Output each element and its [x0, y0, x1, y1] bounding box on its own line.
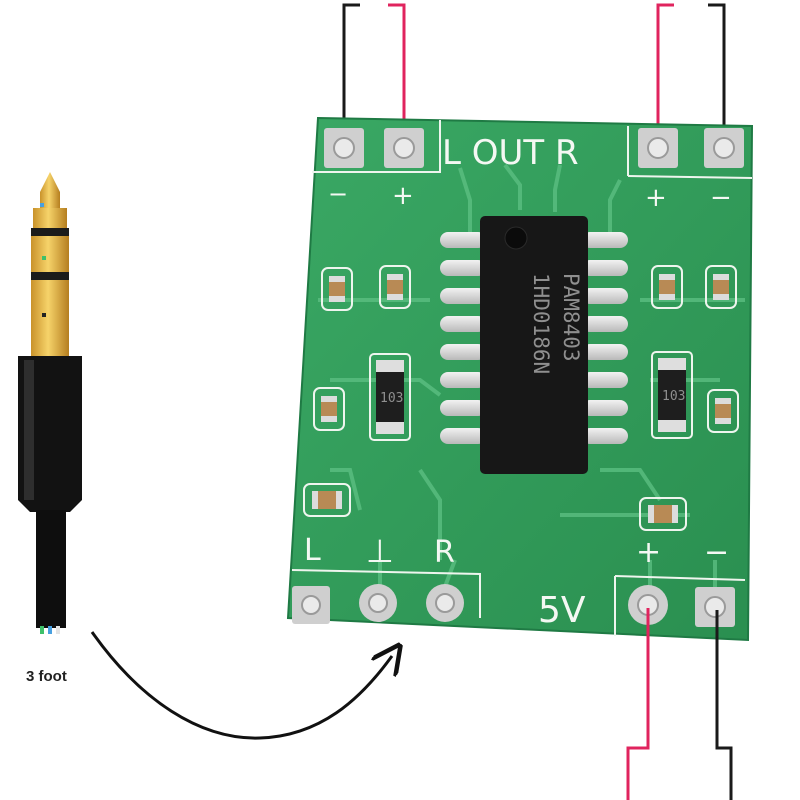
chip-marking-line2: 1HD0186N [529, 273, 553, 374]
output-left-minus-label: − [328, 180, 348, 208]
smd-capacitors [303, 265, 739, 531]
amplifier-board: L OUT R − + + − [286, 116, 754, 642]
chip-pins-left [440, 232, 486, 444]
capacitor-c4 [705, 265, 737, 309]
capacitor-c3 [651, 265, 683, 309]
output-left-plus-label: + [392, 181, 414, 211]
capacitor-c5 [313, 387, 345, 431]
capacitor-c1 [321, 267, 353, 311]
power-plus-label: + [636, 535, 661, 570]
input-ground-label: ⊥ [366, 532, 394, 570]
left-speaker-minus-wire [342, 3, 360, 150]
chip-pins-right [582, 232, 628, 444]
resistor-left: 103 [369, 353, 411, 441]
connection-arrow [90, 631, 392, 740]
chip-notch [504, 226, 528, 250]
output-label: L OUT R [442, 133, 579, 173]
capacitor-c7 [303, 483, 351, 517]
output-right-minus-label: − [710, 183, 732, 213]
amplifier-chip: PAM8403 1HD0186N [440, 216, 628, 474]
right-speaker-minus-wire [708, 3, 726, 150]
output-terminals [324, 128, 744, 168]
jack-cable [36, 510, 66, 628]
output-right-plus-label: + [645, 183, 667, 213]
input-right-label: R [434, 535, 455, 570]
power-plus-wire [626, 608, 650, 800]
jack-gold-tip [31, 172, 69, 356]
chip-body [480, 216, 588, 474]
power-wires [626, 608, 733, 800]
resistor-right: 103 [651, 351, 693, 439]
resistor-right-marking: 103 [662, 389, 685, 404]
capacitor-c8 [639, 497, 687, 531]
jack-housing-highlight [24, 360, 34, 500]
power-minus-wire [715, 610, 733, 800]
left-speaker-plus-wire [388, 3, 406, 150]
chip-marking-line1: PAM8403 [559, 273, 583, 362]
power-terminals [628, 585, 735, 627]
resistor-left-marking: 103 [380, 391, 403, 406]
input-left-label: L [304, 533, 321, 568]
audio-jack-plug: 3 foot [18, 172, 82, 685]
power-label: 5V [538, 590, 586, 631]
jack-caption: 3 foot [26, 668, 67, 685]
silkscreen-outlines [291, 120, 753, 636]
capacitor-c2 [379, 265, 411, 309]
input-terminals [292, 584, 464, 624]
power-minus-label: − [704, 535, 729, 570]
output-wires [342, 3, 726, 150]
jack-cable-wires [40, 626, 60, 634]
right-speaker-plus-wire [656, 3, 674, 150]
capacitor-c6 [707, 389, 739, 433]
